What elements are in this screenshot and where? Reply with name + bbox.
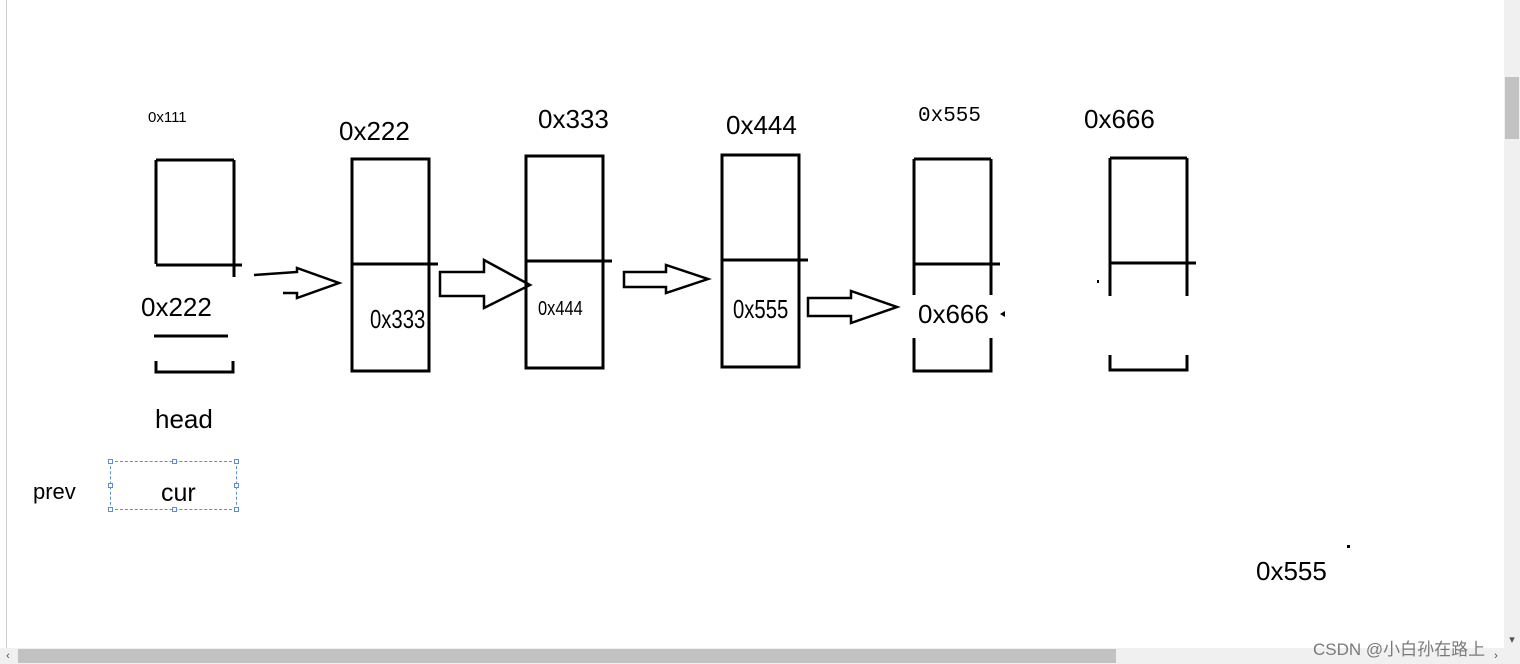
node4-next-value: 0x555 <box>733 294 789 324</box>
stray-mark-3 <box>1000 311 1005 317</box>
selection-handle[interactable] <box>234 483 239 488</box>
horizontal-scroll-thumb[interactable] <box>18 649 1116 663</box>
canvas-left-edge <box>6 0 7 648</box>
node4-address-label: 0x444 <box>726 110 797 140</box>
drawing-canvas[interactable] <box>0 0 1504 648</box>
stray-mark-2 <box>1347 545 1350 548</box>
node3-next-value: 0x444 <box>538 298 583 320</box>
node-0x222 <box>350 157 438 373</box>
prev-label: prev <box>33 479 76 504</box>
vertical-scrollbar[interactable] <box>1504 0 1520 648</box>
node5-address-label: 0x555 <box>918 105 982 128</box>
node2-address-label: 0x222 <box>339 116 410 146</box>
node5-next-value: 0x666 <box>918 299 989 329</box>
scroll-right-icon[interactable]: › <box>1494 650 1498 662</box>
node3-address-label: 0x333 <box>538 104 609 134</box>
selection-handle[interactable] <box>108 507 113 512</box>
selection-handle[interactable] <box>234 507 239 512</box>
vertical-scroll-thumb[interactable] <box>1505 77 1519 139</box>
arrow-head-to-0x222 <box>253 266 343 300</box>
arrow-0x444-to-0x555 <box>806 289 901 325</box>
node-0x555 <box>912 157 1000 373</box>
selection-handle[interactable] <box>172 507 177 512</box>
node2-next-value: 0x333 <box>370 304 426 334</box>
node6-address-label: 0x666 <box>1084 104 1155 134</box>
arrow-0x222-to-0x333 <box>438 257 533 311</box>
head-address-label: 0x111 <box>148 109 187 126</box>
node-0x666 <box>1108 156 1196 372</box>
selection-handle[interactable] <box>172 459 177 464</box>
stray-mark-1 <box>1097 280 1099 283</box>
cur-label[interactable]: cur <box>161 479 196 507</box>
scroll-left-icon[interactable]: ‹ <box>6 650 10 662</box>
scrollbar-corner <box>1504 648 1520 664</box>
arrow-0x333-to-0x444 <box>622 263 712 295</box>
selection-handle[interactable] <box>234 459 239 464</box>
node-0x333 <box>524 154 612 370</box>
node-0x444 <box>720 153 808 369</box>
head-name-label: head <box>155 404 213 434</box>
selection-handle[interactable] <box>108 483 113 488</box>
scroll-down-icon[interactable]: ▾ <box>1509 634 1515 646</box>
stray-value-label: 0x555 <box>1256 556 1327 586</box>
selection-handle[interactable] <box>108 459 113 464</box>
head-next-value: 0x222 <box>141 292 212 322</box>
csdn-watermark: CSDN @小白孙在路上 <box>1313 640 1486 659</box>
node-head <box>154 158 242 374</box>
linked-list-diagram <box>154 153 1350 548</box>
